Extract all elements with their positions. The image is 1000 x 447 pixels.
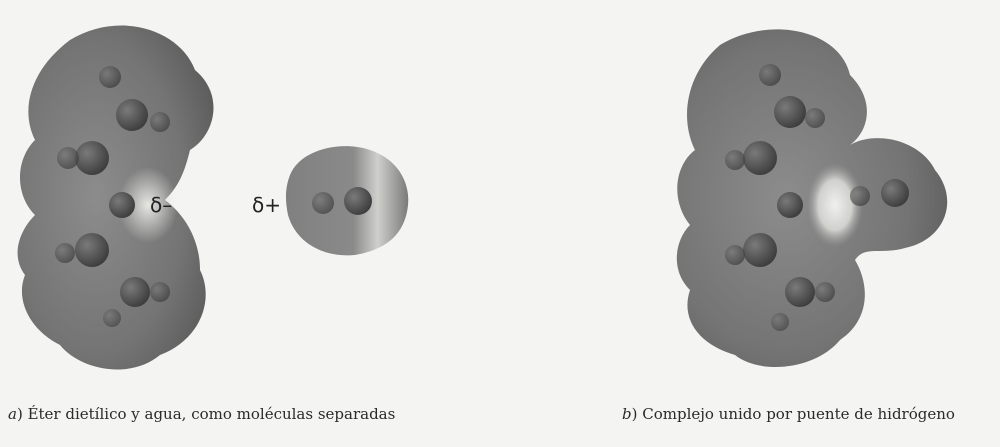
caption-b-text: ) Complejo unido por puente de hidrógeno [632,405,955,423]
caption-a-text: ) Éter dietílico y agua, como moléculas … [17,405,395,423]
ether-molecule-left [18,26,214,370]
caption-b: b) Complejo unido por puente de hidrógen… [622,405,955,423]
caption-a: a) Éter dietílico y agua, como moléculas… [8,405,395,423]
partial-positive-label: δ+ [252,193,281,217]
partial-negative-label: δ– [150,193,172,217]
caption-a-letter: a [8,405,17,423]
hydrogen-bonded-complex [677,29,947,367]
water-molecule [286,146,408,255]
caption-b-letter: b [622,405,632,423]
